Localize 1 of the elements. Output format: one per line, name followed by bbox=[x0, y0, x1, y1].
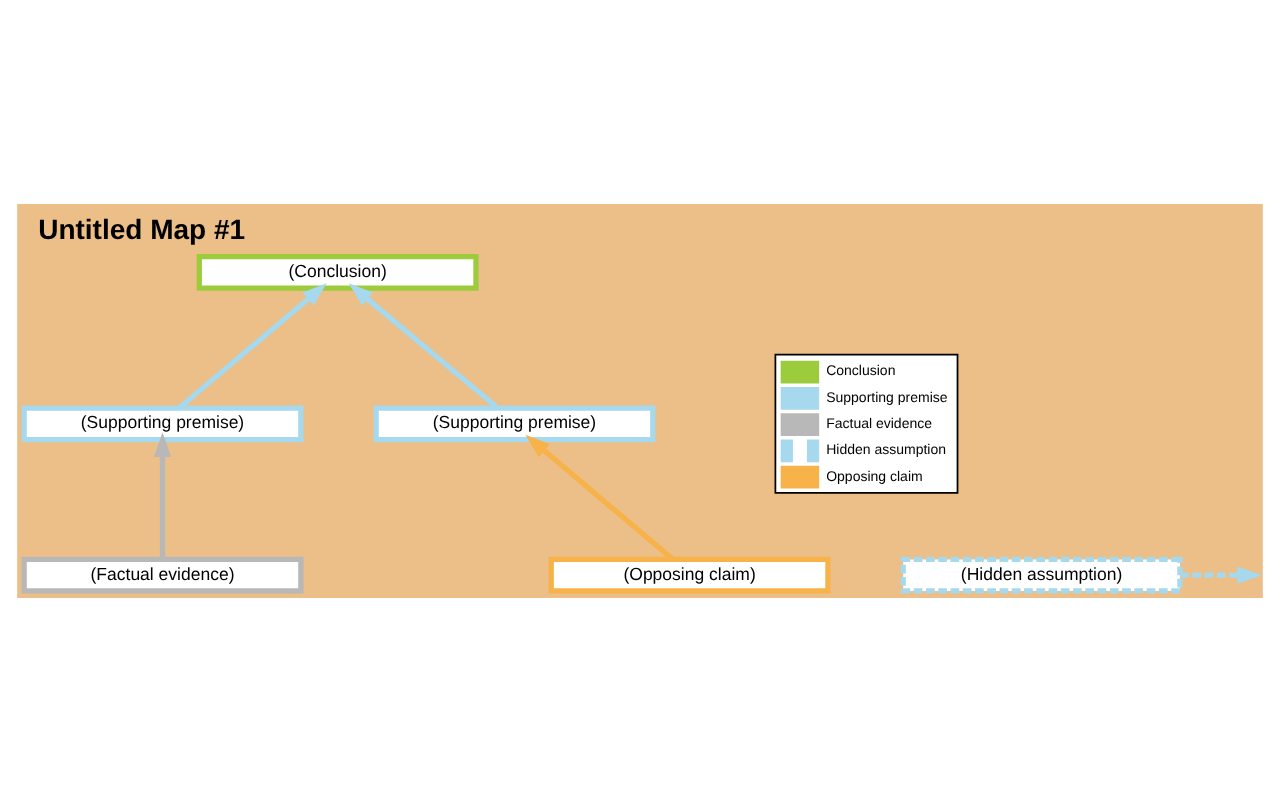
diagram-title: Untitled Map #1 bbox=[38, 211, 246, 244]
